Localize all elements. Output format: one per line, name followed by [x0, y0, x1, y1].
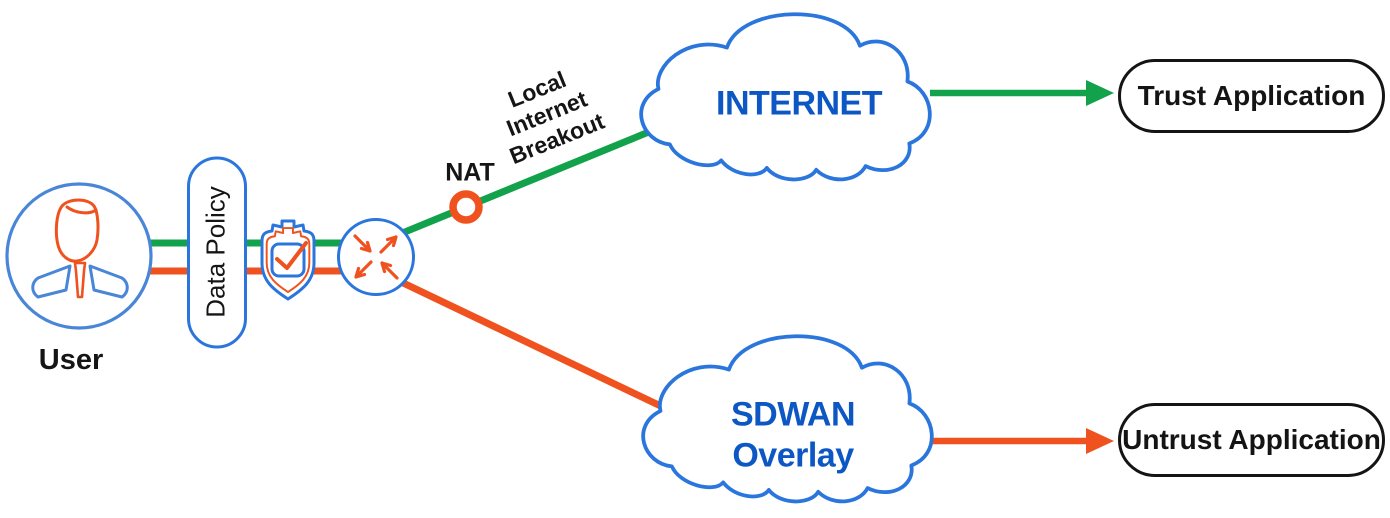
router-crossed-arrows-icon [337, 218, 415, 296]
user-tie [73, 261, 87, 299]
router-circle [337, 218, 415, 296]
user-head [54, 198, 100, 263]
nat-ring-icon [449, 190, 483, 224]
user-right-shoulder [88, 264, 129, 299]
green-arrowhead-icon [1086, 80, 1114, 106]
user-hair [65, 205, 98, 215]
internet-cloud-label: INTERNET [716, 84, 883, 123]
user-avatar-icon [5, 182, 153, 330]
trust-application-label: Trust Application [1137, 80, 1366, 111]
untrust-application-node: Untrust Application [1118, 403, 1385, 477]
shield-check-icon [260, 219, 316, 301]
nat-label: NAT [445, 158, 495, 187]
user-circle [5, 182, 153, 330]
shield-checkbox [270, 242, 306, 278]
shield-checkmark [275, 241, 308, 270]
sdwan-overlay-label: SDWAN Overlay [730, 395, 856, 475]
trust-application-node: Trust Application [1118, 59, 1385, 133]
orange-arrowhead-icon [1086, 428, 1114, 454]
data-policy-pill [187, 156, 247, 349]
data-policy-label: Data Policy [200, 186, 231, 318]
user-left-shoulder [31, 264, 72, 299]
user-label: User [38, 344, 104, 377]
untrust-application-label: Untrust Application [1122, 424, 1381, 455]
